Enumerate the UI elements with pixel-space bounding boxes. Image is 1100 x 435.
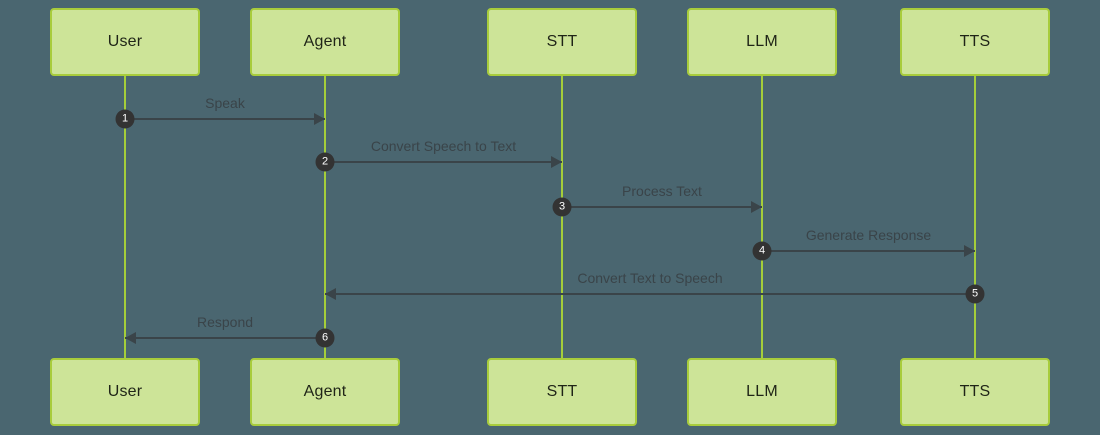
message-arrowhead-1 — [314, 113, 325, 125]
participant-box-stt-bottom[interactable]: STT — [487, 358, 637, 426]
sequence-marker-4[interactable]: 4 — [752, 241, 772, 261]
message-arrowhead-2 — [551, 156, 562, 168]
message-arrowhead-5 — [325, 288, 336, 300]
participant-box-agent-top[interactable]: Agent — [250, 8, 400, 76]
message-line-3 — [562, 206, 762, 208]
participant-box-user-bottom[interactable]: User — [50, 358, 200, 426]
participant-box-tts-top[interactable]: TTS — [900, 8, 1050, 76]
sequence-marker-1[interactable]: 1 — [115, 109, 135, 129]
message-line-4 — [762, 250, 975, 252]
participant-label: User — [107, 383, 143, 400]
message-label-4: Generate Response — [805, 227, 932, 243]
participant-box-stt-top[interactable]: STT — [487, 8, 637, 76]
participant-box-user-top[interactable]: User — [50, 8, 200, 76]
participant-label: TTS — [959, 383, 991, 400]
lifeline-tts — [974, 76, 976, 358]
sequence-marker-5[interactable]: 5 — [965, 284, 985, 304]
lifeline-agent — [324, 76, 326, 358]
message-label-6: Respond — [196, 314, 254, 330]
participant-label: User — [107, 33, 143, 50]
message-line-5 — [325, 293, 975, 295]
message-label-5: Convert Text to Speech — [577, 270, 723, 286]
message-line-2 — [325, 161, 562, 163]
message-line-1 — [125, 118, 325, 120]
lifeline-stt — [561, 76, 563, 358]
participant-label: STT — [546, 33, 578, 50]
sequence-marker-3[interactable]: 3 — [552, 197, 572, 217]
participant-label: STT — [546, 383, 578, 400]
participant-box-llm-top[interactable]: LLM — [687, 8, 837, 76]
sequence-marker-2[interactable]: 2 — [315, 152, 335, 172]
participant-box-llm-bottom[interactable]: LLM — [687, 358, 837, 426]
message-label-2: Convert Speech to Text — [370, 138, 517, 154]
participant-label: Agent — [303, 33, 347, 50]
message-label-1: Speak — [205, 95, 245, 111]
participant-box-agent-bottom[interactable]: Agent — [250, 358, 400, 426]
participant-label: TTS — [959, 33, 991, 50]
participant-label: LLM — [746, 383, 778, 400]
message-arrowhead-6 — [125, 332, 136, 344]
lifeline-llm — [761, 76, 763, 358]
message-arrowhead-4 — [964, 245, 975, 257]
sequence-marker-6[interactable]: 6 — [315, 328, 335, 348]
participant-label: LLM — [746, 33, 778, 50]
message-arrowhead-3 — [751, 201, 762, 213]
participant-label: Agent — [303, 383, 347, 400]
participant-box-tts-bottom[interactable]: TTS — [900, 358, 1050, 426]
message-line-6 — [125, 337, 325, 339]
lifeline-user — [124, 76, 126, 358]
message-label-3: Process Text — [622, 183, 702, 199]
